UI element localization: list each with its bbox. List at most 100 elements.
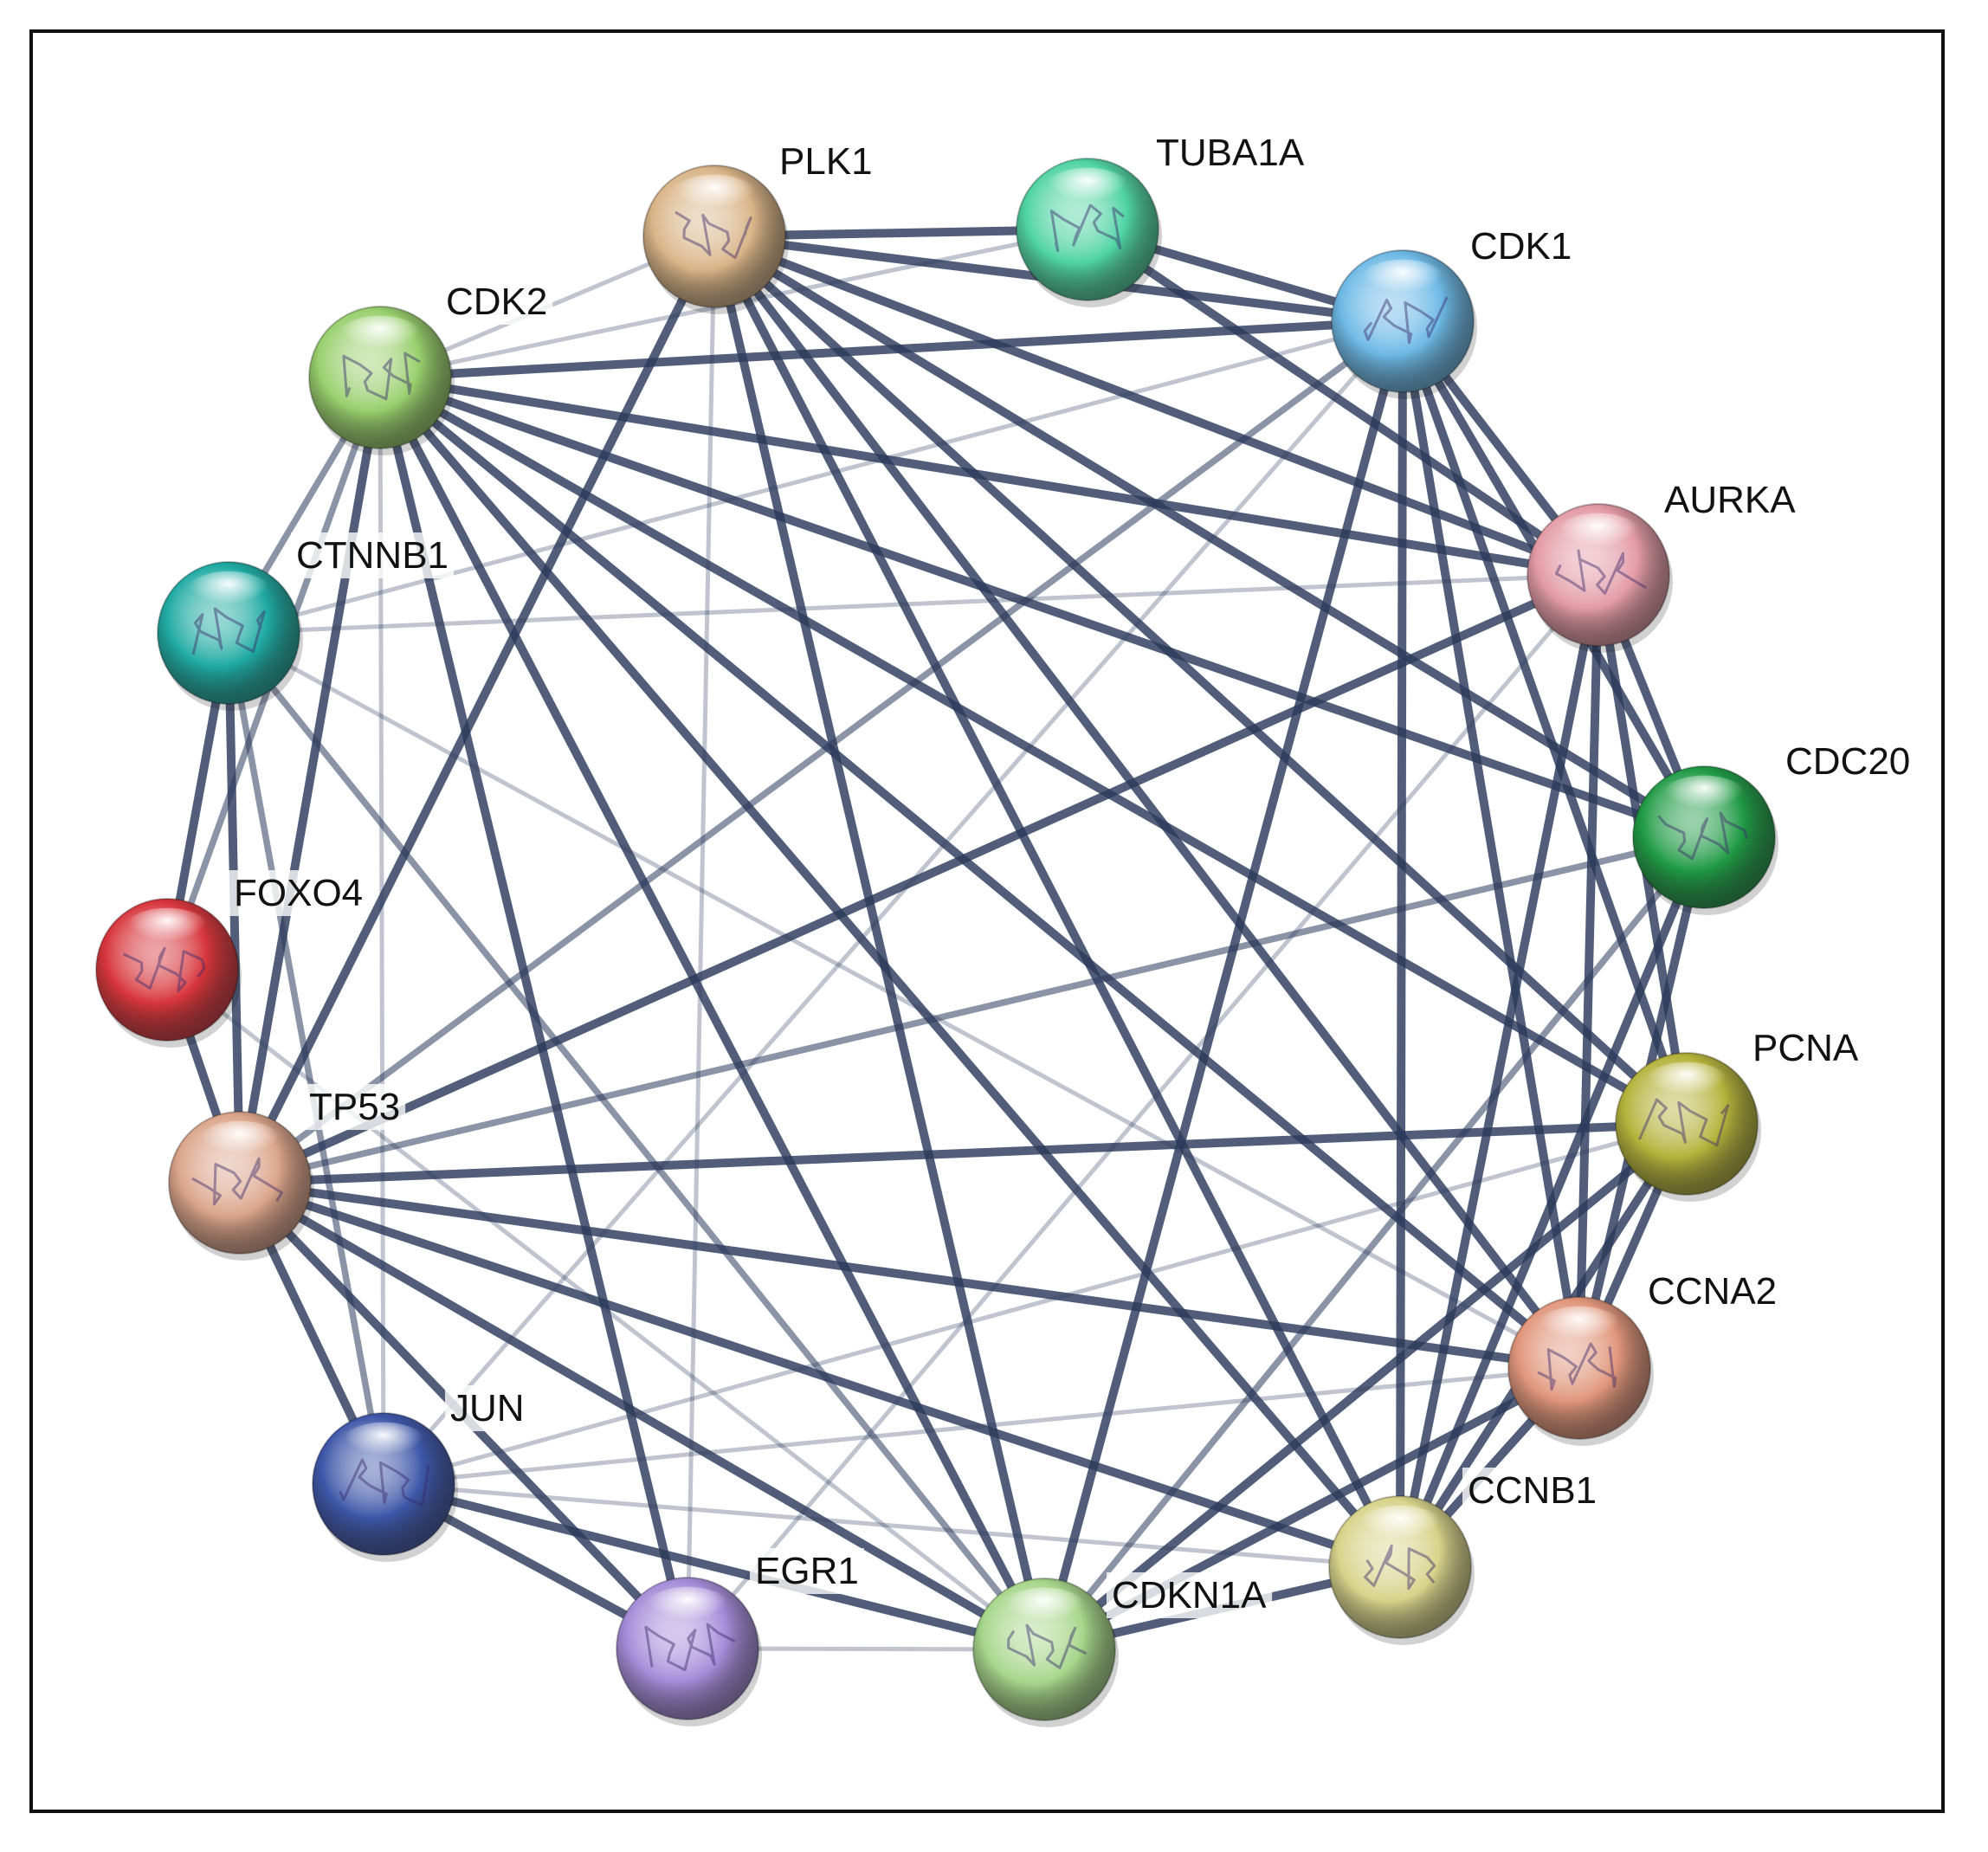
- node-label-text: CDK2: [446, 281, 547, 323]
- edge-ccna2-tp53: [236, 1178, 1584, 1372]
- node-outline: [616, 1577, 759, 1720]
- node-aurka[interactable]: [1526, 503, 1673, 653]
- node-label-text: FOXO4: [234, 872, 363, 914]
- label-foxo4: FOXO4: [229, 870, 369, 916]
- edge-plk1-ccnb1: [710, 232, 1404, 1571]
- label-pcna: PCNA: [1747, 1025, 1864, 1071]
- node-tuba1a[interactable]: [1016, 158, 1162, 307]
- node-outline: [972, 1578, 1116, 1721]
- edge-cdc20-ccnb1: [1396, 833, 1708, 1571]
- edge-cdkn1a-ctnnb1: [225, 629, 1048, 1653]
- node-cdc20[interactable]: [1632, 765, 1778, 915]
- edge-aurka-cdk2: [376, 373, 1603, 579]
- node-gloss: [1356, 1505, 1444, 1552]
- node-layer: [95, 158, 1778, 1727]
- protein-structure-icon: [1363, 296, 1449, 345]
- edge-ccna2-ctnnb1: [226, 630, 1582, 1371]
- node-outline: [1328, 1495, 1472, 1639]
- node-cdkn1a[interactable]: [972, 1578, 1119, 1727]
- node-tp53[interactable]: [168, 1111, 314, 1261]
- edge-aurka-tp53: [236, 571, 1603, 1187]
- edge-cdk1-tp53: [236, 318, 1406, 1186]
- node-ctnnb1[interactable]: [157, 561, 303, 711]
- node-egr1[interactable]: [616, 1577, 762, 1726]
- node-label-text: CCNA2: [1648, 1270, 1777, 1313]
- protein-structure-icon: [674, 210, 752, 260]
- label-background: [1107, 1572, 1273, 1618]
- label-background: [445, 1385, 530, 1431]
- label-background: [1643, 1268, 1783, 1314]
- label-ccnb1: CCNB1: [1462, 1468, 1603, 1513]
- node-gloss: [1535, 1306, 1623, 1352]
- label-cdk1: CDK1: [1465, 223, 1578, 269]
- edge-pcna-cdk2: [376, 373, 1691, 1128]
- edge-ccna2-cdk2: [376, 373, 1584, 1372]
- node-cdk1[interactable]: [1331, 249, 1477, 399]
- node-label-text: TUBA1A: [1156, 132, 1305, 174]
- node-outline: [1526, 503, 1670, 647]
- node-gloss: [670, 174, 758, 221]
- node-plk1[interactable]: [642, 165, 789, 314]
- edge-cdk1-ccnb1: [1396, 317, 1407, 1571]
- node-label-text: CDK1: [1470, 225, 1572, 268]
- protein-structure-icon: [191, 607, 266, 655]
- edge-egr1-cdk2: [376, 373, 692, 1653]
- label-background: [1659, 477, 1802, 523]
- edge-aurka-ctnnb1: [226, 572, 1601, 636]
- edge-cdc20-cdkn1a: [1041, 834, 1707, 1653]
- edge-aurka-egr1: [685, 572, 1601, 1651]
- label-tuba1a: TUBA1A: [1151, 130, 1310, 176]
- node-outline: [168, 1111, 312, 1255]
- node-gloss: [1643, 1062, 1731, 1108]
- edge-jun-ctnnb1: [225, 629, 387, 1487]
- label-background: [750, 1548, 864, 1594]
- node-gloss: [1554, 513, 1643, 559]
- edge-cdk1-ccna2: [1398, 317, 1584, 1372]
- node-outline: [1632, 765, 1776, 909]
- protein-structure-icon: [1657, 811, 1749, 861]
- edge-tp53-cdk2: [236, 373, 384, 1187]
- label-background: [229, 870, 369, 916]
- edge-plk1-egr1: [685, 234, 717, 1651]
- node-jun[interactable]: [312, 1412, 458, 1562]
- node-cdk2[interactable]: [308, 306, 455, 455]
- node-pcna[interactable]: [1615, 1052, 1761, 1202]
- node-ccnb1[interactable]: [1328, 1495, 1475, 1645]
- node-outline: [157, 561, 300, 705]
- edge-cdkn1a-jun: [379, 1480, 1049, 1654]
- node-label-text: EGR1: [755, 1550, 859, 1592]
- edge-cdk1-ctnnb1: [226, 319, 1405, 636]
- node-outline: [1016, 158, 1159, 301]
- edge-cdkn1a-tp53: [236, 1178, 1049, 1654]
- edge-cdc20-tp53: [236, 834, 1707, 1186]
- edge-plk1-pcna: [710, 232, 1691, 1128]
- edge-plk1-aurka: [710, 232, 1603, 579]
- label-background: [1747, 1025, 1864, 1071]
- node-ccna2[interactable]: [1507, 1296, 1654, 1446]
- node-gloss: [1000, 1587, 1088, 1634]
- edge-pcna-jun: [381, 1121, 1689, 1487]
- node-gloss: [339, 1422, 428, 1468]
- node-label-text: CTNNB1: [296, 534, 449, 577]
- label-background: [441, 279, 553, 325]
- edge-plk1-tp53: [236, 232, 719, 1187]
- edge-ccnb1-jun: [381, 1481, 1403, 1570]
- label-ctnnb1: CTNNB1: [291, 532, 455, 578]
- label-tp53: TP53: [304, 1084, 406, 1130]
- protein-structure-icon: [342, 352, 421, 401]
- edge-cdc20-cdk2: [376, 373, 1708, 842]
- label-cdk2: CDK2: [441, 279, 553, 325]
- node-label-text: TP53: [309, 1086, 400, 1128]
- node-gloss: [643, 1586, 732, 1633]
- node-outline: [1507, 1296, 1651, 1440]
- protein-structure-icon: [1364, 1544, 1436, 1591]
- edge-ccnb1-cdk2: [376, 373, 1404, 1571]
- node-foxo4[interactable]: [95, 898, 242, 1048]
- label-cdkn1a: CDKN1A: [1107, 1572, 1273, 1618]
- protein-structure-icon: [1537, 1342, 1617, 1391]
- edge-cdk1-pcna: [1398, 317, 1691, 1128]
- label-plk1: PLK1: [774, 139, 878, 184]
- node-gloss: [123, 907, 211, 954]
- label-jun: JUN: [445, 1385, 530, 1431]
